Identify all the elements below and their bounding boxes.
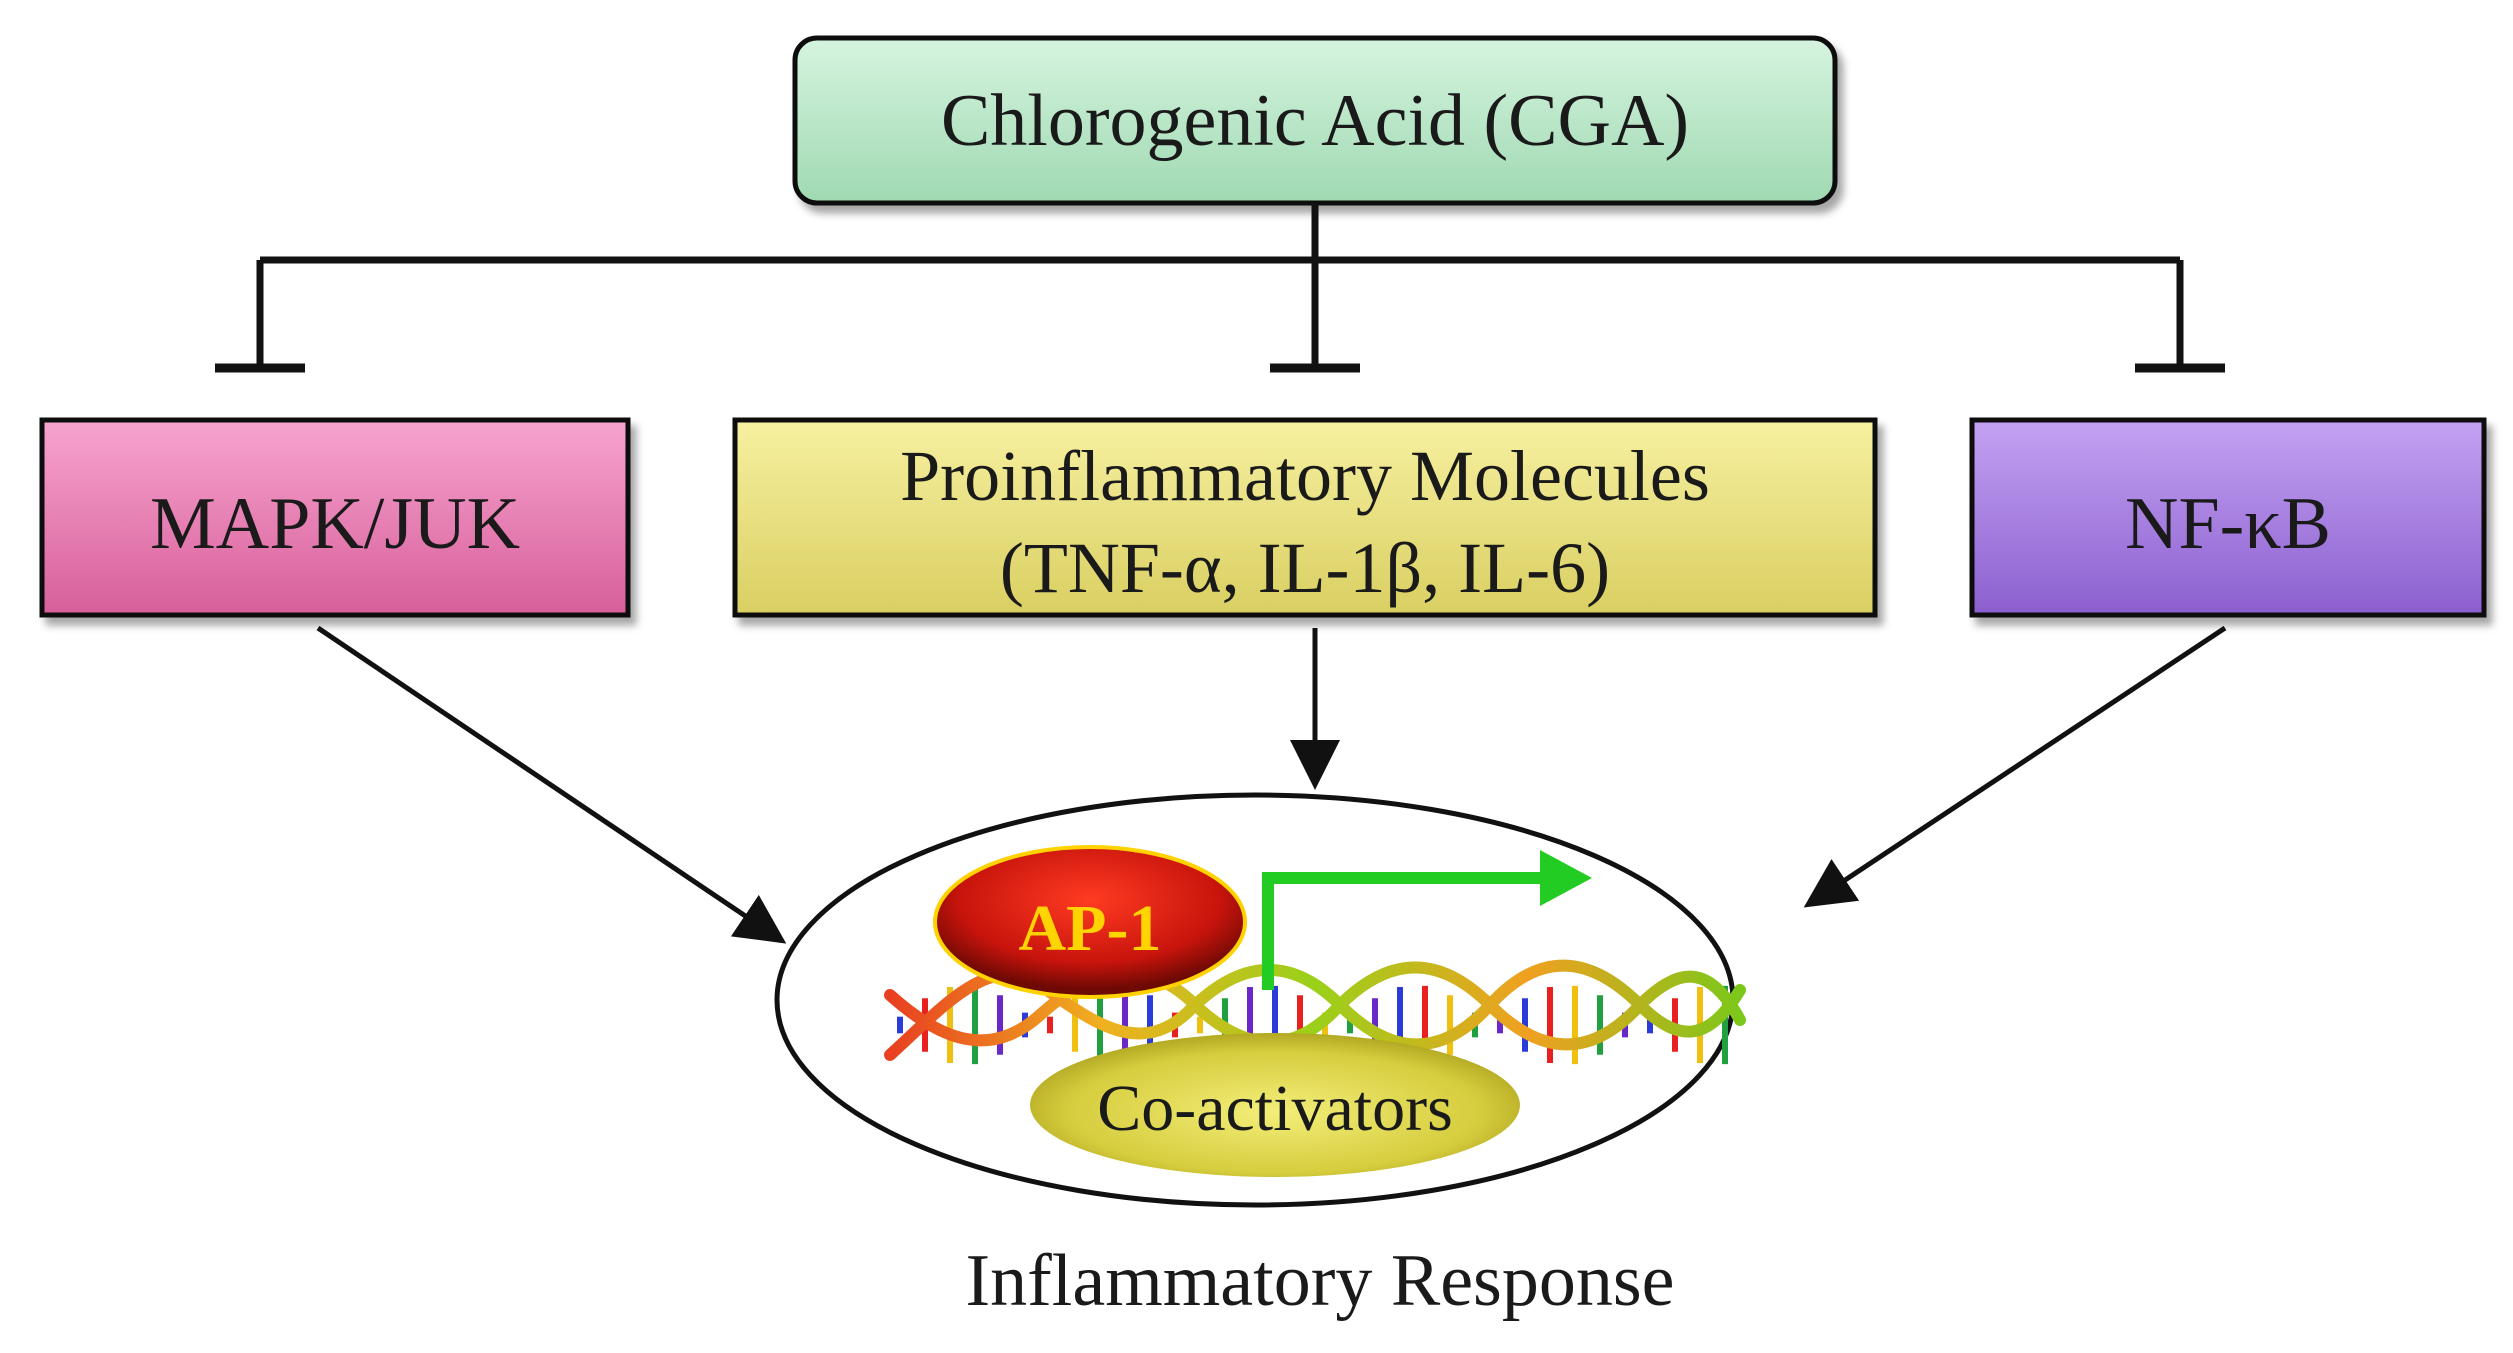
nfkb-label: NF-κB [2125,483,2331,565]
arrow-nfkb-to-complex [1803,625,2227,908]
proinflammatory-label: Proinflammatory Molecules [900,436,1710,516]
transcription-start-arrow-icon [1262,850,1592,990]
cga-node: Chlorogenic Acid (CGA) [792,35,1838,206]
ap1-node: AP-1 [933,845,1247,999]
coactivators-node: Co-activators [1030,1033,1520,1177]
mapk-node: MAPK/JUK [39,417,631,618]
coactivators-label: Co-activators [1097,1072,1453,1145]
ap1-oval [933,845,1247,999]
inhibition-connectors [215,203,2225,373]
arrow-mapk-to-complex [316,625,787,944]
nfkb-box [1969,417,2487,618]
coactivators-oval [1030,1033,1520,1177]
nfkb-node: NF-κB [1969,417,2487,618]
mapk-box [39,417,631,618]
dna-strand-2 [884,961,1746,1051]
proinflammatory-node: Proinflammatory Molecules (TNF-α, IL-1β,… [732,417,1878,618]
mapk-label: MAPK/JUK [150,483,520,565]
proinflammatory-examples: (TNF-α, IL-1β, IL-6) [1000,528,1610,608]
proinflammatory-box [732,417,1878,618]
activation-arrows [316,625,2227,944]
ap1-label: AP-1 [1019,892,1162,965]
cga-label: Chlorogenic Acid (CGA) [941,80,1689,162]
inflammatory-response-label: Inflammatory Response [966,1240,1675,1322]
